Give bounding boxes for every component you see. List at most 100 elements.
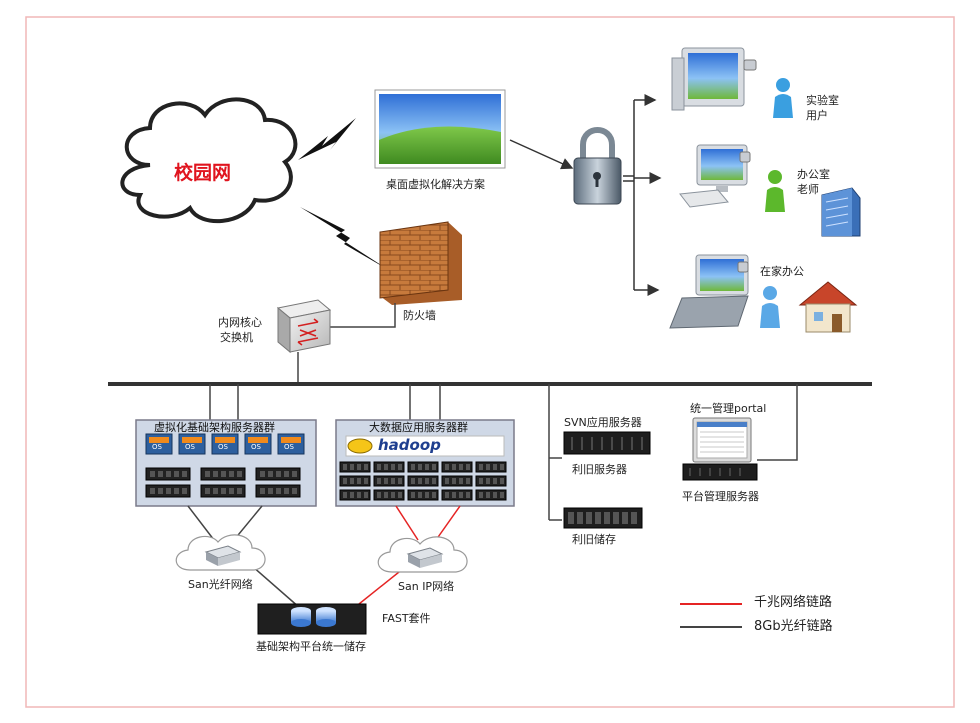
lock-icon xyxy=(573,127,622,205)
server-unit xyxy=(441,475,473,487)
user-person-icon xyxy=(773,78,793,118)
server-bay xyxy=(486,464,490,470)
server-bay xyxy=(466,478,470,484)
server-unit xyxy=(475,489,507,501)
server-bay xyxy=(268,471,273,477)
bigdata-server-cluster xyxy=(335,419,515,507)
firewall-icon xyxy=(379,221,462,305)
bigdata-server-units xyxy=(339,461,507,501)
vm-app-strip xyxy=(281,437,301,443)
server-bay xyxy=(459,492,463,498)
virt-server-units xyxy=(145,467,301,498)
hadoop-label: hadoop xyxy=(378,436,441,454)
legacy-storage-icon xyxy=(563,507,643,529)
server-bay xyxy=(466,492,470,498)
mgmt-server-label: 平台管理服务器 xyxy=(682,490,759,503)
fast-suite-label: FAST套件 xyxy=(382,612,431,625)
campus-network-label: 校园网 xyxy=(174,162,232,184)
server-unit xyxy=(407,461,439,473)
vm-app-strip xyxy=(248,437,268,443)
server-bay xyxy=(445,492,449,498)
server-bay xyxy=(205,471,210,477)
server-bay xyxy=(174,488,179,494)
server-bay xyxy=(213,471,218,477)
server-bay xyxy=(237,488,242,494)
server-unit xyxy=(407,475,439,487)
server-bay xyxy=(425,492,429,498)
server-bay xyxy=(284,488,289,494)
server-unit xyxy=(441,461,473,473)
bigdata-cluster-title: 大数据应用服务器群 xyxy=(369,421,468,434)
svn-server-icon xyxy=(563,431,651,455)
unified-storage-label: 基础架构平台统一储存 xyxy=(256,640,366,653)
server-bay xyxy=(452,478,456,484)
server-bay xyxy=(237,471,242,477)
server-bay xyxy=(411,478,415,484)
home-office-label: 在家办公 xyxy=(760,265,804,278)
wireless-link-bolt xyxy=(298,118,356,160)
server-bay xyxy=(229,471,234,477)
wireless-link-bolt xyxy=(300,207,392,272)
server-bay xyxy=(276,471,281,477)
legend-fiber-label: 8Gb光纤链路 xyxy=(754,619,833,634)
legacy-storage-label: 利旧储存 xyxy=(572,533,616,546)
server-bay xyxy=(486,492,490,498)
server-bay xyxy=(486,478,490,484)
server-bay xyxy=(213,488,218,494)
server-bay xyxy=(276,488,281,494)
server-bay xyxy=(357,478,361,484)
server-bay xyxy=(357,492,361,498)
desktop-virtualization-label: 桌面虚拟化解决方案 xyxy=(386,178,485,191)
legend-gigabit-label: 千兆网络链路 xyxy=(754,595,833,610)
server-bay xyxy=(384,464,388,470)
server-bay xyxy=(377,478,381,484)
hadoop-logo xyxy=(345,435,505,457)
vm-os-label: OS xyxy=(152,443,162,451)
server-bay xyxy=(166,488,171,494)
san-fc-cloud xyxy=(175,534,266,571)
vm-os-label: OS xyxy=(284,443,294,451)
server-bay xyxy=(418,492,422,498)
lab-user-workstation xyxy=(671,47,757,111)
vm-os-label: OS xyxy=(218,443,228,451)
server-bay xyxy=(432,478,436,484)
server-bay xyxy=(158,488,163,494)
office-teacher-label-line2: 老师 xyxy=(797,183,819,196)
vm-app-strip xyxy=(215,437,235,443)
server-bay xyxy=(357,464,361,470)
teacher-person-icon xyxy=(765,170,785,212)
server-unit xyxy=(475,475,507,487)
server-bay xyxy=(391,492,395,498)
legacy-server-label: 利旧服务器 xyxy=(572,463,627,476)
server-bay xyxy=(350,464,354,470)
server-bay xyxy=(398,492,402,498)
server-bay xyxy=(229,488,234,494)
server-bay xyxy=(158,471,163,477)
server-unit xyxy=(407,489,439,501)
lab-user-label-line2: 用户 xyxy=(806,109,828,122)
server-unit xyxy=(441,489,473,501)
server-bay xyxy=(432,492,436,498)
server-bay xyxy=(364,492,368,498)
server-bay xyxy=(418,464,422,470)
portal-monitor-icon xyxy=(692,417,752,463)
server-bay xyxy=(411,492,415,498)
server-bay xyxy=(391,464,395,470)
server-bay xyxy=(166,471,171,477)
home-user-person-icon xyxy=(760,286,780,328)
server-bay xyxy=(182,488,187,494)
server-bay xyxy=(343,492,347,498)
server-unit xyxy=(339,489,371,501)
portal-label: 统一管理portal xyxy=(690,402,767,415)
vm-os-label: OS xyxy=(251,443,261,451)
server-bay xyxy=(459,464,463,470)
firewall-label: 防火墙 xyxy=(403,309,436,322)
core-switch-icon xyxy=(276,299,332,354)
server-bay xyxy=(174,471,179,477)
server-bay xyxy=(364,478,368,484)
campus-network-cloud xyxy=(120,97,298,224)
server-bay xyxy=(479,478,483,484)
server-unit xyxy=(373,475,405,487)
server-bay xyxy=(205,488,210,494)
